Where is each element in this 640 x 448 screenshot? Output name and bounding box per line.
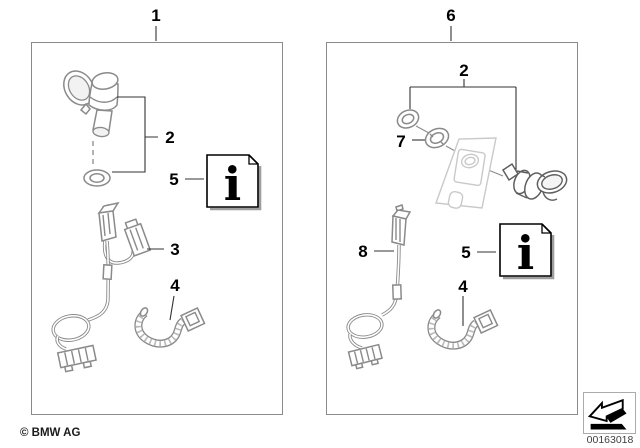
callout-2-right[interactable]: 2 (459, 61, 469, 80)
leader-bracket-2-left (112, 96, 158, 173)
info-icon: i (224, 157, 241, 211)
info-card-left: i (205, 154, 263, 216)
info-card-right: i (498, 223, 556, 285)
callout-5-right[interactable]: 5 (461, 243, 471, 262)
kit-box-6 (326, 42, 578, 415)
catalog-arrow-button[interactable] (583, 392, 636, 434)
leader-bracket-2-right (409, 79, 517, 170)
wiring-harness-art-right (346, 204, 412, 370)
callout-5-left[interactable]: 5 (169, 170, 179, 189)
callout-6[interactable]: 6 (446, 6, 456, 25)
callout-3[interactable]: 3 (170, 240, 180, 259)
callout-2-left[interactable]: 2 (165, 128, 175, 147)
copyright-text: © BMW AG (20, 427, 81, 439)
callout-4-left[interactable]: 4 (170, 276, 180, 295)
leader-4-left (169, 295, 175, 321)
power-socket-art-right (501, 162, 568, 201)
return-arrow-icon (587, 398, 627, 430)
power-socket-art-left (63, 70, 119, 138)
wiring-harness-art-left (51, 201, 152, 373)
callout-8[interactable]: 8 (358, 242, 368, 261)
adapter-lead-art-left (134, 307, 206, 348)
info-card-left-art: i (206, 154, 262, 211)
kit-box-1 (31, 42, 283, 415)
callout-7[interactable]: 7 (396, 132, 406, 151)
info-card-right-art: i (499, 223, 555, 280)
grommet-art-left (83, 169, 111, 187)
sealing-washer-art (396, 109, 420, 129)
callout-4-right[interactable]: 4 (458, 277, 468, 296)
image-number: 00163018 (586, 434, 634, 446)
adapter-lead-art-right (427, 309, 499, 350)
info-icon: i (517, 226, 534, 280)
callout-1[interactable]: 1 (151, 6, 161, 25)
trim-panel-sketch (435, 137, 497, 209)
lock-washer-art (424, 127, 450, 149)
